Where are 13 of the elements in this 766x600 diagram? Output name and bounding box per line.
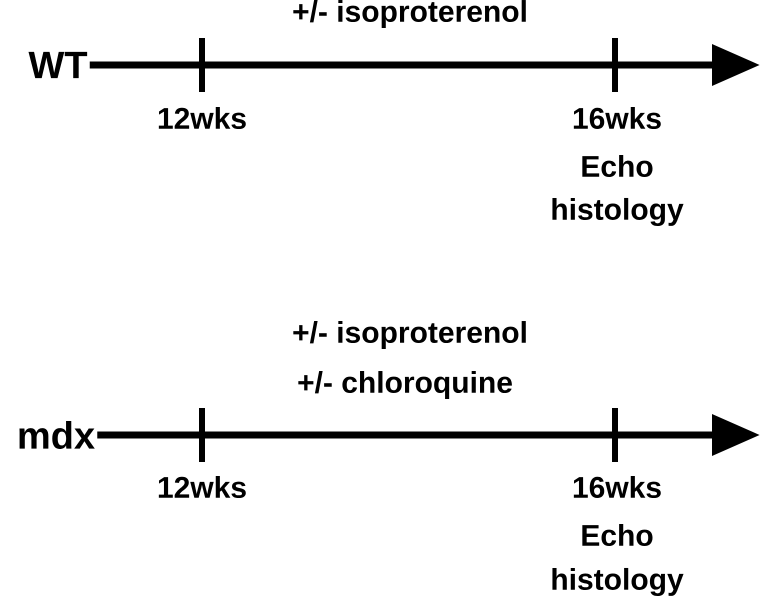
- timeline-label: 12wks: [158, 107, 246, 130]
- timeline-label: +/- isoproterenol: [293, 0, 526, 28]
- timeline-label: +/- isoproterenol: [293, 321, 526, 349]
- timeline-label: histology: [552, 198, 684, 226]
- group-label: WT: [28, 52, 88, 78]
- timeline-label: 16wks: [574, 476, 661, 498]
- timeline-label: 16wks: [574, 107, 661, 130]
- timeline-label: Echo: [582, 155, 652, 178]
- group-label: mdx: [19, 421, 95, 449]
- timeline-label: 12wks: [158, 476, 246, 498]
- timeline-label: +/- chloroquine: [298, 371, 512, 399]
- timeline-label: Echo: [582, 524, 652, 546]
- timeline-label: histology: [552, 568, 684, 596]
